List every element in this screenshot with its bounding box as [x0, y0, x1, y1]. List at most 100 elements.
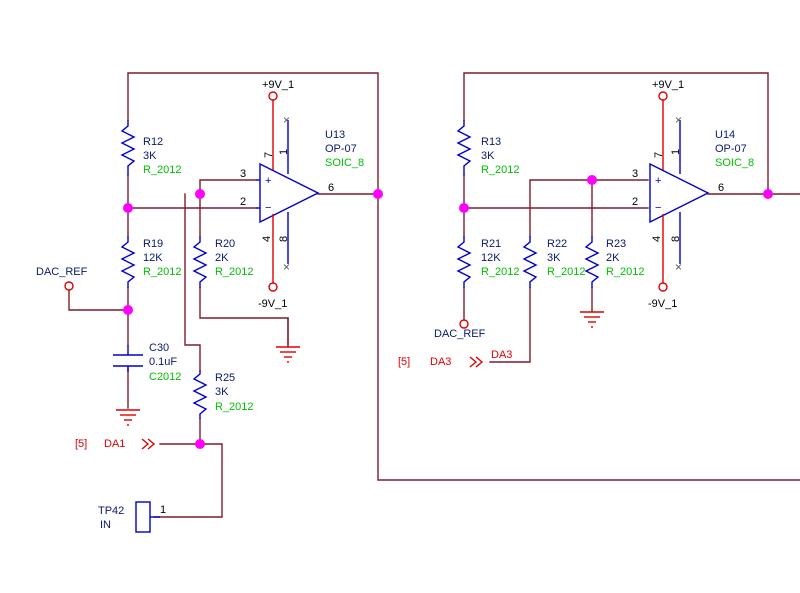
vpos-terminal: [268, 91, 278, 101]
r23-value: 2K: [606, 252, 620, 264]
u13-pin3: 3: [240, 168, 246, 180]
u13-vneg-label: -9V_1: [258, 298, 287, 310]
c30-package: C2012: [149, 371, 181, 383]
u13-package: SOIC_8: [325, 157, 364, 169]
resistor-r19: R19 12K R_2012: [120, 236, 182, 288]
u14-vneg-label: -9V_1: [648, 298, 677, 310]
testpoint-tp42: TP42 IN 1: [98, 501, 166, 533]
r22-package: R_2012: [547, 266, 586, 278]
right-stage: + − × × +9V_1 -9V_1 3 2 6 7 1 4 8 U14 OP…: [398, 72, 800, 368]
dac-ref-port: DAC_REF: [36, 266, 88, 291]
vneg-terminal: [658, 282, 668, 292]
junction-dot: [587, 175, 597, 185]
resistor-r21: R21 12K R_2012: [456, 236, 520, 288]
tp42-pin: 1: [160, 504, 166, 516]
svg-text:−: −: [265, 202, 271, 214]
resistor-r20: R20 2K R_2012: [192, 236, 254, 288]
junction-dot: [195, 189, 205, 199]
left-stage: + − × × +9V_1 -9V_1 3 2 6 7 1 4 8 U13 OP…: [36, 72, 800, 533]
junction-dot: [373, 189, 383, 199]
r12-ref: R12: [143, 136, 163, 148]
svg-text:×: ×: [675, 113, 682, 127]
svg-text:×: ×: [283, 113, 290, 127]
u13-pin8: 8: [278, 236, 290, 242]
c30-value: 0.1uF: [149, 356, 177, 368]
svg-text:+: +: [655, 175, 661, 187]
u14-ref: U14: [715, 129, 735, 141]
svg-text:+: +: [265, 175, 271, 187]
r23-ref: R23: [606, 238, 626, 250]
da1-sheet: [5]: [75, 438, 87, 450]
r21-value: 12K: [481, 252, 501, 264]
r19-value: 12K: [143, 252, 163, 264]
junction-dot: [763, 189, 773, 199]
right-junctions: [459, 175, 773, 213]
u13-pin6: 6: [328, 182, 334, 194]
u13-pin1: 1: [278, 149, 290, 155]
svg-text:−: −: [655, 202, 661, 214]
offpage-connector-da3: [5] DA3 DA3: [398, 349, 512, 368]
r19-package: R_2012: [143, 266, 182, 278]
r19-ref: R19: [143, 238, 163, 250]
r20-ref: R20: [215, 238, 235, 250]
svg-text:×: ×: [675, 260, 682, 274]
ground-symbol: [276, 317, 300, 363]
u14-pin8: 8: [670, 236, 682, 242]
resistor-r25: R25 3K R_2012: [192, 370, 254, 419]
u14-pin2: 2: [632, 196, 638, 208]
u14-pin3: 3: [632, 168, 638, 180]
left-junctions: [123, 189, 383, 449]
r12-value: 3K: [143, 150, 157, 162]
svg-text:×: ×: [283, 260, 290, 274]
resistor-r12: R12 3K R_2012: [120, 120, 182, 176]
junction-dot: [123, 305, 133, 315]
r13-ref: R13: [481, 136, 501, 148]
tp42-ref: TP42: [98, 505, 124, 517]
r20-package: R_2012: [215, 266, 254, 278]
opamp-u13: + − × × +9V_1 -9V_1 3 2 6 7 1 4 8 U13 OP…: [240, 79, 364, 310]
dac-ref-port: DAC_REF: [434, 319, 486, 340]
u14-pin7: 7: [653, 152, 665, 158]
resistor-r13: R13 3K R_2012: [456, 120, 520, 176]
r20-value: 2K: [215, 252, 229, 264]
opamp-u14: + − × × +9V_1 -9V_1 3 2 6 7 1 4 8 U14 OP…: [632, 79, 754, 310]
u14-package: SOIC_8: [715, 157, 754, 169]
junction-dot: [195, 439, 205, 449]
u14-vpos-label: +9V_1: [652, 79, 684, 91]
ground-symbol: [116, 409, 140, 426]
r22-ref: R22: [547, 238, 567, 250]
dac-ref-label: DAC_REF: [434, 328, 486, 340]
r25-value: 3K: [215, 386, 229, 398]
r21-ref: R21: [481, 238, 501, 250]
dac-ref-label: DAC_REF: [36, 266, 88, 278]
resistor-r22: R22 3K R_2012: [522, 236, 586, 288]
tp42-name: IN: [100, 519, 111, 531]
vneg-terminal: [268, 282, 278, 292]
u14-pin1: 1: [670, 149, 682, 155]
da3-sheet: [5]: [398, 356, 410, 368]
u13-pin7: 7: [263, 152, 275, 158]
c30-ref: C30: [149, 342, 169, 354]
r22-value: 3K: [547, 252, 561, 264]
r21-package: R_2012: [481, 266, 520, 278]
u13-pin2: 2: [240, 196, 246, 208]
da3-net-label: DA3: [491, 349, 512, 361]
u14-pin6: 6: [718, 182, 724, 194]
r13-package: R_2012: [481, 164, 520, 176]
r23-package: R_2012: [606, 266, 645, 278]
r25-package: R_2012: [215, 401, 254, 413]
junction-dot: [459, 203, 469, 213]
resistor-r23: R23 2K R_2012: [584, 236, 645, 288]
u14-value: OP-07: [715, 143, 747, 155]
u13-vpos-label: +9V_1: [262, 79, 294, 91]
junction-dot: [123, 203, 133, 213]
r12-package: R_2012: [143, 164, 182, 176]
r25-ref: R25: [215, 372, 235, 384]
vpos-terminal: [658, 91, 668, 101]
u13-ref: U13: [325, 129, 345, 141]
u14-pin4: 4: [651, 236, 663, 242]
offpage-connector-da1: [5] DA1: [75, 438, 156, 450]
ground-symbol: [580, 311, 604, 328]
